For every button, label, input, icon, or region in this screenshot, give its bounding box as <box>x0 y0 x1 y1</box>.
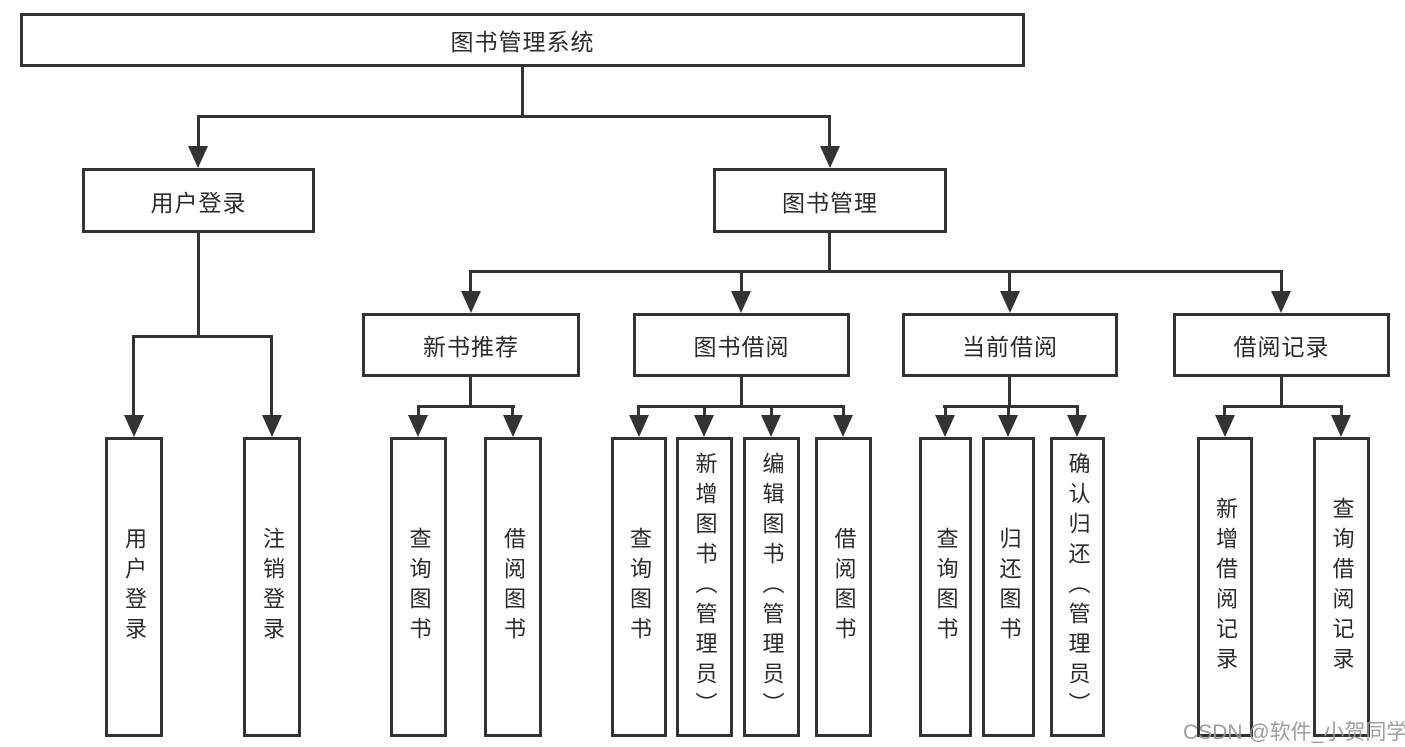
connector-line <box>703 405 706 417</box>
leaf-borrow-books-recommend: 借阅图书 <box>484 437 542 737</box>
connector-line <box>1280 272 1283 293</box>
connector-line <box>1280 377 1283 408</box>
arrow-down-icon <box>998 415 1018 437</box>
connector-line <box>943 405 1079 408</box>
leaf-label: 查询图书 <box>406 527 432 647</box>
connector-line <box>1340 405 1343 417</box>
connector-line <box>770 405 773 417</box>
leaf-return-books: 归还图书 <box>982 437 1035 737</box>
leaf-add-books-admin: 新增图书（管理员） <box>676 437 733 737</box>
leaf-label: 借阅图书 <box>831 527 857 647</box>
leaf-label: 查询图书 <box>627 527 652 647</box>
node-label: 图书借阅 <box>693 334 790 360</box>
connector-line <box>1007 405 1010 417</box>
connector-line <box>828 233 831 272</box>
connector-line <box>469 270 1283 273</box>
connector-line <box>270 335 273 417</box>
leaf-edit-books-admin: 编辑图书（管理员） <box>743 437 800 737</box>
connector-line <box>417 405 515 408</box>
arrow-down-icon <box>124 415 144 437</box>
node-label: 图书管理系统 <box>450 29 595 55</box>
arrow-down-icon <box>694 415 714 437</box>
leaf-label: 编辑图书（管理员） <box>759 452 785 722</box>
connector-line <box>417 405 420 417</box>
arrow-down-icon <box>1067 415 1087 437</box>
connector-line <box>944 405 947 417</box>
node-borrowing-records: 借阅记录 <box>1173 313 1390 377</box>
node-label: 新书推荐 <box>423 334 519 360</box>
leaf-label: 查询图书 <box>933 527 959 647</box>
arrow-down-icon <box>1000 291 1020 313</box>
connector-line <box>511 405 514 417</box>
leaf-query-books-borrowing: 查询图书 <box>611 437 667 737</box>
node-book-borrowing: 图书借阅 <box>633 313 850 377</box>
leaf-label: 借阅图书 <box>501 527 526 647</box>
leaf-add-borrow-record: 新增借阅记录 <box>1197 437 1253 737</box>
connector-line <box>1076 405 1079 417</box>
arrow-down-icon <box>761 415 781 437</box>
csdn-watermark: CSDN @软件_小贺同学 <box>1183 721 1405 744</box>
connector-line <box>469 377 472 408</box>
arrow-down-icon <box>1271 291 1291 313</box>
connector-line <box>1223 405 1226 417</box>
arrow-down-icon <box>833 415 853 437</box>
arrow-down-icon <box>935 415 955 437</box>
leaf-query-books-recommend: 查询图书 <box>390 437 447 737</box>
leaf-label: 归还图书 <box>996 527 1022 647</box>
node-book-management: 图书管理 <box>713 168 947 233</box>
leaf-query-books-current: 查询图书 <box>919 437 972 737</box>
arrow-down-icon <box>1215 415 1235 437</box>
node-label: 当前借阅 <box>962 334 1058 360</box>
arrow-down-icon <box>629 415 649 437</box>
arrow-down-icon <box>820 146 840 168</box>
node-library-management-system: 图书管理系统 <box>20 13 1025 67</box>
connector-line <box>740 377 743 408</box>
arrow-down-icon <box>188 146 208 168</box>
connector-line <box>740 272 743 293</box>
connector-line <box>637 405 640 417</box>
leaf-label: 新增借阅记录 <box>1213 497 1238 677</box>
leaf-confirm-return-admin: 确认归还（管理员） <box>1050 437 1105 737</box>
node-current-borrowing: 当前借阅 <box>902 313 1118 377</box>
leaf-label: 注销登录 <box>260 527 285 647</box>
arrow-down-icon <box>731 291 751 313</box>
connector-line <box>132 335 135 417</box>
connector-line <box>1008 272 1011 293</box>
leaf-label: 查询借阅记录 <box>1329 497 1355 677</box>
connector-line <box>1223 405 1343 408</box>
connector-line <box>132 335 273 338</box>
arrow-down-icon <box>262 415 282 437</box>
leaf-label: 新增图书（管理员） <box>692 452 718 722</box>
connector-line <box>828 116 831 150</box>
connector-line <box>469 272 472 293</box>
leaf-query-borrow-record: 查询借阅记录 <box>1313 437 1370 737</box>
leaf-label: 确认归还（管理员） <box>1065 452 1091 722</box>
node-label: 借阅记录 <box>1233 334 1330 360</box>
connector-line <box>197 116 200 150</box>
connector-line <box>1008 377 1011 408</box>
arrow-down-icon <box>503 415 523 437</box>
connector-line <box>197 233 200 337</box>
leaf-user-login: 用户登录 <box>105 437 163 737</box>
arrow-down-icon <box>461 291 481 313</box>
leaf-logout: 注销登录 <box>243 437 301 737</box>
node-label: 图书管理 <box>782 189 878 216</box>
connector-line <box>197 115 831 118</box>
node-new-book-recommendation: 新书推荐 <box>362 313 580 377</box>
node-label: 用户登录 <box>150 189 247 216</box>
arrow-down-icon <box>1331 415 1351 437</box>
node-user-login: 用户登录 <box>82 168 315 233</box>
arrow-down-icon <box>408 415 428 437</box>
connector-line <box>842 405 845 417</box>
connector-line <box>521 67 524 116</box>
connector-line <box>637 405 845 408</box>
leaf-label: 用户登录 <box>122 527 147 647</box>
leaf-borrow-books-borrowing: 借阅图书 <box>815 437 872 737</box>
